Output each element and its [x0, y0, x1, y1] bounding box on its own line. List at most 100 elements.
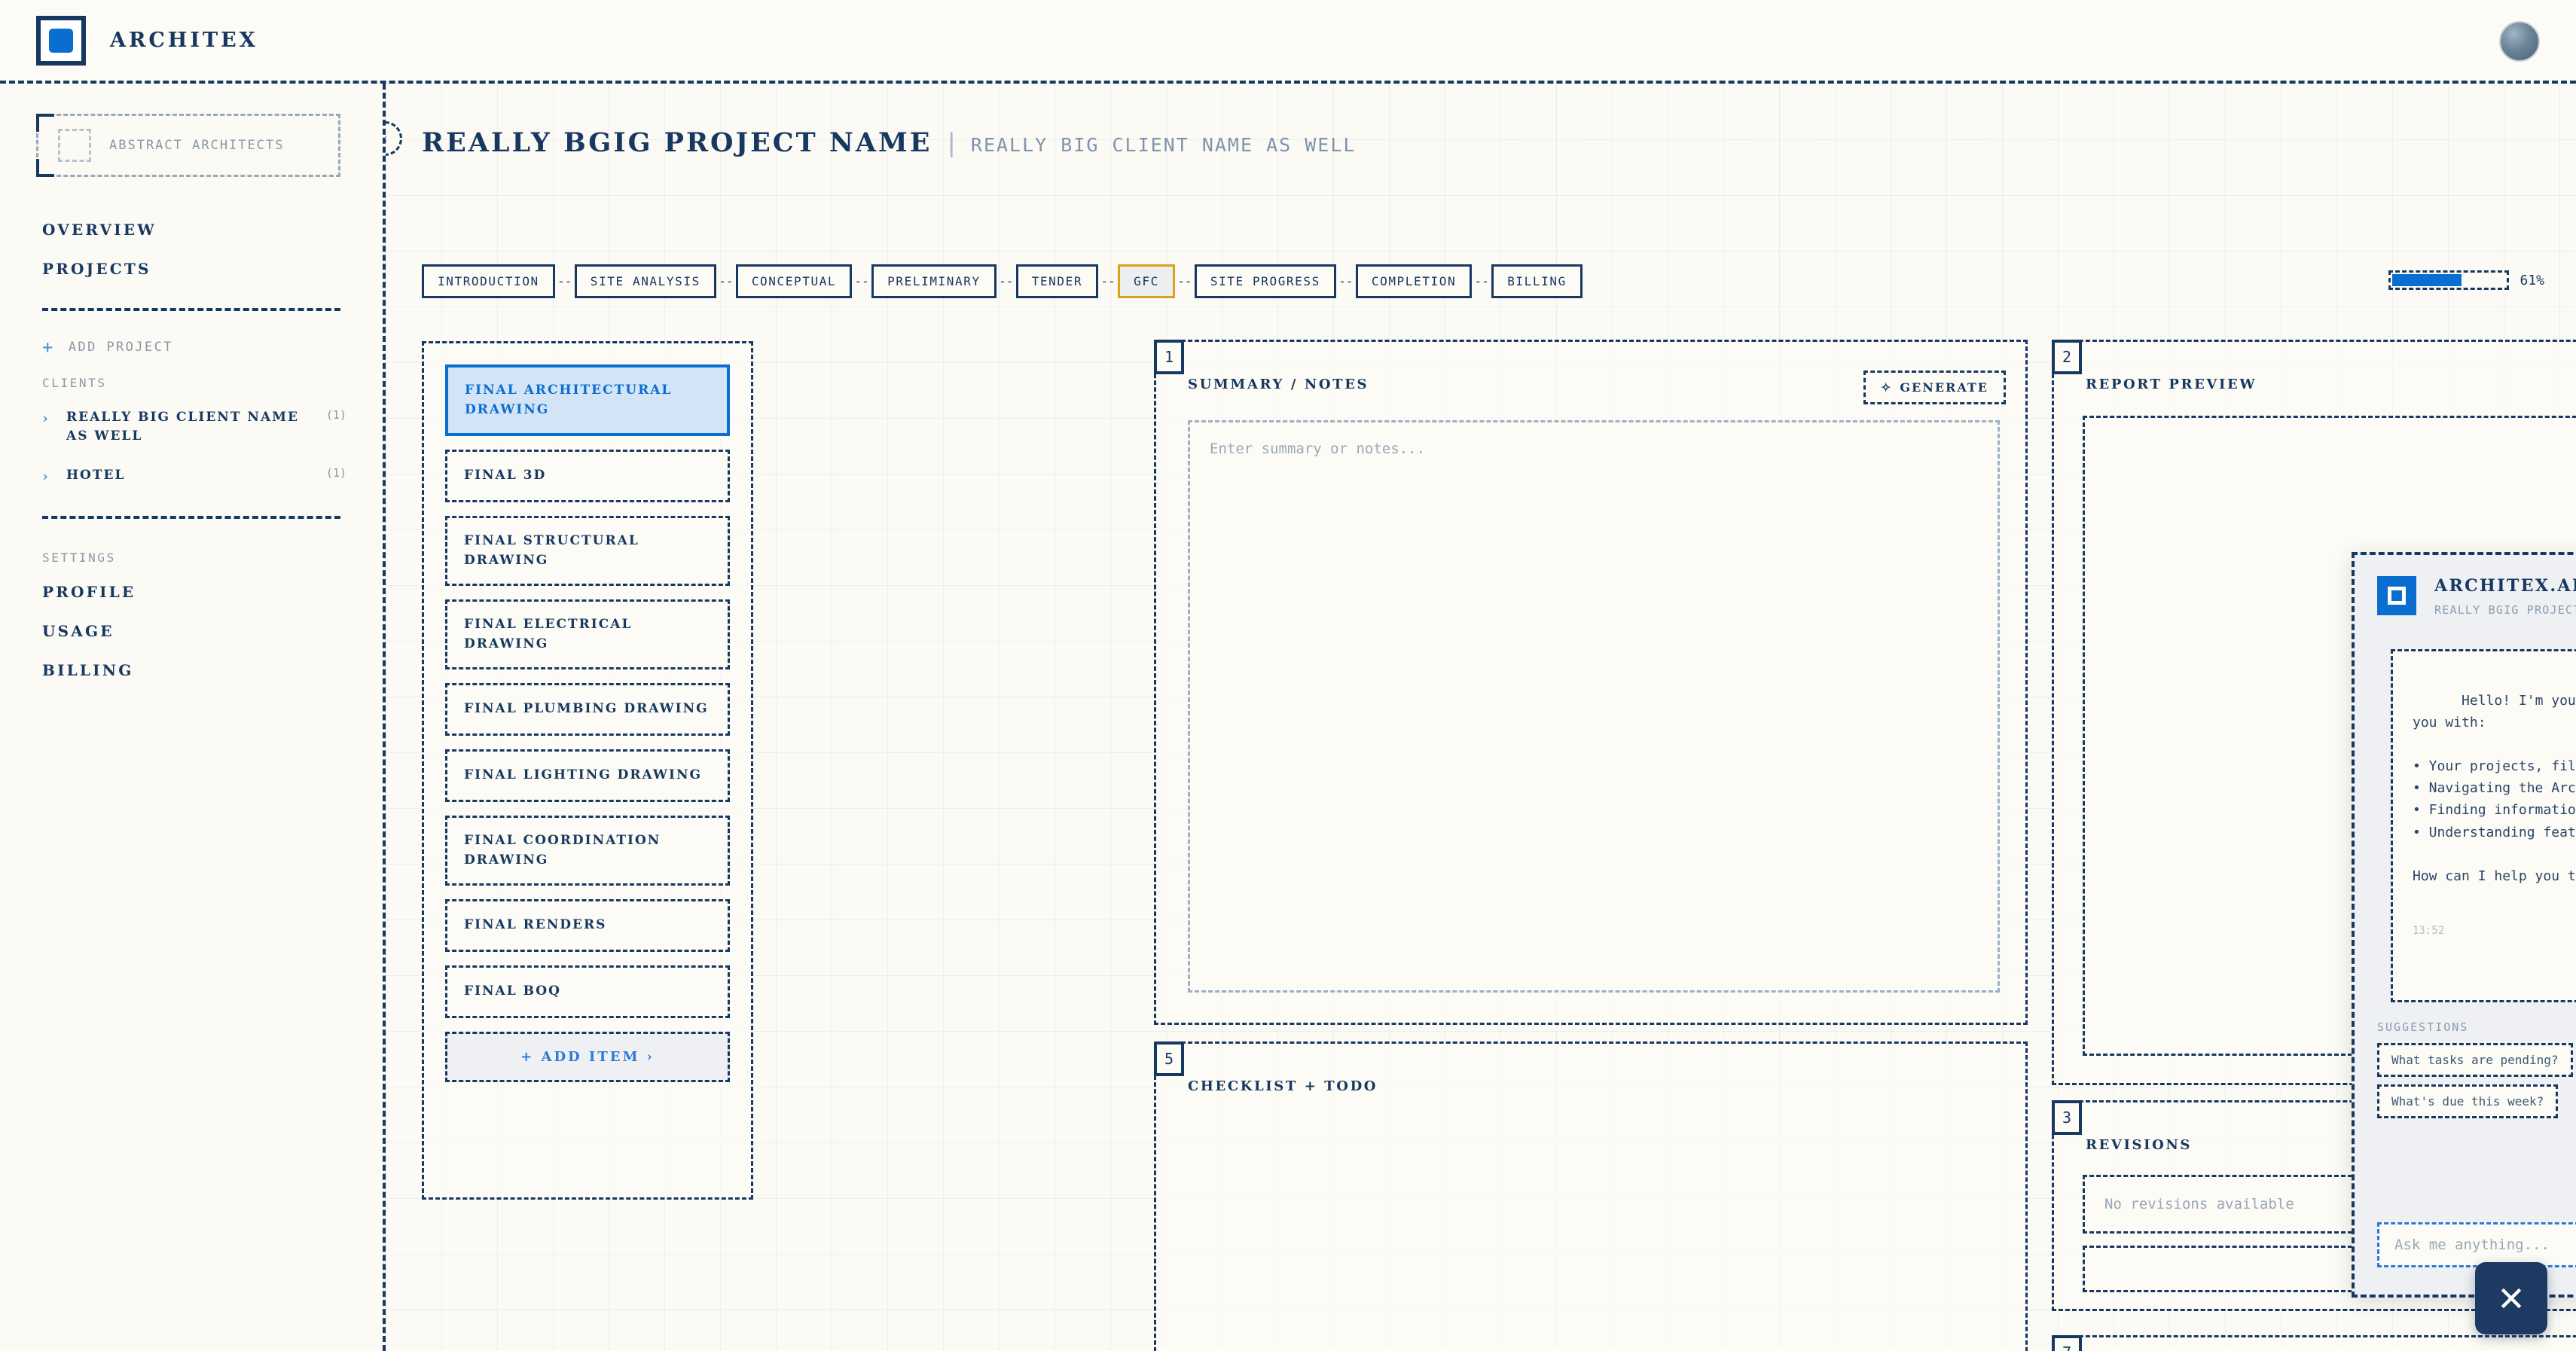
collapse-sidebar-button[interactable]: ‹: [386, 121, 402, 156]
progress-bar: [2388, 270, 2510, 290]
sidebar-item-usage[interactable]: USAGE: [42, 622, 114, 641]
sidebar: ABSTRACT ARCHITECTS OVERVIEW PROJECTS + …: [0, 84, 386, 1351]
project-title: REALLY BGIG PROJECT NAME: [422, 127, 932, 158]
tab-separator: --: [999, 274, 1014, 288]
client-name: HOTEL: [66, 468, 126, 483]
tab-separator: --: [1177, 274, 1192, 288]
sidebar-divider-2: [42, 516, 340, 520]
suggestion-chip[interactable]: What tasks are pending?: [2377, 1043, 2573, 1078]
tab-separator: --: [557, 274, 572, 288]
ai-message-text: Hello! I'm your Architex AI assistant. I…: [2413, 692, 2576, 884]
file-list-item[interactable]: FINAL ELECTRICAL DRAWING: [445, 599, 730, 669]
tab-completion[interactable]: COMPLETION: [1355, 264, 1473, 298]
file-list-item[interactable]: FINAL BOQ: [445, 965, 730, 1018]
progress-indicator: 61%: [2388, 270, 2544, 290]
avatar[interactable]: [2499, 21, 2540, 62]
close-icon: [2501, 1288, 2522, 1309]
workspace-label: ABSTRACT ARCHITECTS: [109, 138, 285, 153]
tab-gfc[interactable]: GFC: [1118, 264, 1175, 298]
file-list-item[interactable]: FINAL LIGHTING DRAWING: [445, 749, 730, 802]
title-separator: |: [947, 128, 956, 158]
main-canvas: ‹ REALLY BGIG PROJECT NAME | REALLY BIG …: [386, 84, 2576, 1351]
ai-assistant-panel: ARCHITEX.AI REALLY BGIG PROJECT NAME › F…: [2352, 552, 2576, 1298]
chevron-left-icon: ‹: [386, 130, 389, 147]
ai-assistant-name: ARCHITEX.AI: [2434, 576, 2576, 596]
summary-notes-panel: 1 SUMMARY / NOTES ✧ GENERATE Enter summa…: [1154, 340, 2028, 1025]
tab-separator: --: [1474, 274, 1489, 288]
tab-separator: --: [719, 274, 734, 288]
add-project-button[interactable]: + ADD PROJECT: [36, 331, 346, 364]
file-list-panel: FINAL ARCHITECTURAL DRAWING FINAL 3D FINAL…: [422, 341, 753, 1200]
file-list-item[interactable]: FINAL PLUMBING DRAWING: [445, 683, 730, 736]
file-list-item[interactable]: FINAL ARCHITECTURAL DRAWING: [445, 364, 730, 436]
client-count: (1): [325, 466, 346, 480]
suggestion-chips: What tasks are pending?Summarize project…: [2377, 1043, 2576, 1119]
workspace-thumbnail-icon: [58, 129, 91, 162]
page-title: REALLY BGIG PROJECT NAME | REALLY BIG CL…: [422, 127, 1356, 158]
tab-tender[interactable]: TENDER: [1015, 264, 1099, 298]
chevron-right-icon: ›: [42, 467, 48, 486]
file-list: FINAL ARCHITECTURAL DRAWING FINAL 3D FINAL…: [445, 364, 730, 1018]
deadlines-dates-panel: 7 DEADLINES / DATES: [2052, 1335, 2576, 1351]
tab-preliminary[interactable]: PRELIMINARY: [871, 264, 997, 298]
settings-heading: SETTINGS: [42, 550, 116, 566]
checklist-todo-panel: 5 CHECKLIST + TODO: [1154, 1041, 2028, 1351]
close-chat-button[interactable]: [2475, 1262, 2547, 1334]
sidebar-item-billing[interactable]: BILLING: [42, 661, 134, 680]
tab-separator: --: [1100, 274, 1116, 288]
tab-introduction[interactable]: INTRODUCTION: [422, 264, 555, 298]
client-name: REALLY BIG CLIENT NAME AS WELL: [66, 410, 299, 444]
panel-badge: 7: [2052, 1335, 2082, 1351]
ai-input-row: Ask me anything... SEND: [2377, 1222, 2576, 1267]
sidebar-client-hotel[interactable]: › HOTEL (1): [36, 456, 346, 496]
panel-badge: 1: [1154, 340, 1184, 374]
chevron-right-icon: ›: [42, 409, 48, 427]
add-project-label: ADD PROJECT: [68, 340, 173, 355]
panel-title: CHECKLIST + TODO: [1188, 1078, 1378, 1094]
workspace-card[interactable]: ABSTRACT ARCHITECTS: [36, 114, 340, 177]
ai-logo-square-icon: [2388, 587, 2406, 605]
brand-name: ARCHITEX: [110, 29, 258, 52]
panel-badge: 3: [2052, 1100, 2082, 1135]
file-list-item[interactable]: FINAL COORDINATION DRAWING: [445, 816, 730, 886]
client-title: REALLY BIG CLIENT NAME AS WELL: [970, 134, 1357, 156]
ai-message-bubble: Hello! I'm your Architex AI assistant. I…: [2391, 648, 2576, 1003]
message-timestamp: 13:52: [2413, 925, 2445, 938]
progress-bar-fill: [2392, 274, 2462, 286]
tab-site-progress[interactable]: SITE PROGRESS: [1194, 264, 1336, 298]
file-list-item[interactable]: FINAL 3D: [445, 450, 730, 502]
sparkle-icon: ✧: [1880, 380, 1893, 395]
sidebar-divider-1: [42, 308, 340, 311]
top-bar: ARCHITEX: [0, 0, 2576, 84]
breadcrumb: REALLY BGIG PROJECT NAME › FINAL ARCHITE…: [2434, 603, 2576, 617]
sidebar-item-overview[interactable]: OVERVIEW: [42, 221, 157, 239]
file-list-item[interactable]: FINAL RENDERS: [445, 899, 730, 952]
panel-title: SUMMARY / NOTES: [1188, 377, 1369, 392]
sidebar-item-profile[interactable]: PROFILE: [42, 583, 136, 602]
logo-square-icon: [49, 28, 73, 53]
phase-tabs: INTRODUCTION--SITE ANALYSIS--CONCEPTUAL-…: [422, 264, 1583, 298]
tab-separator: --: [854, 274, 869, 288]
panel-badge: 2: [2052, 340, 2082, 374]
summary-input[interactable]: Enter summary or notes...: [1188, 420, 2000, 993]
sidebar-client-really-big-client[interactable]: › REALLY BIG CLIENT NAME AS WELL (1): [36, 398, 346, 456]
clients-heading: CLIENTS: [42, 376, 107, 390]
sidebar-item-projects[interactable]: PROJECTS: [42, 260, 151, 278]
tab-billing[interactable]: BILLING: [1491, 264, 1583, 298]
file-list-item[interactable]: FINAL STRUCTURAL DRAWING: [445, 516, 730, 586]
ai-panel-header: ARCHITEX.AI REALLY BGIG PROJECT NAME › F…: [2355, 555, 2576, 633]
app-logo-icon[interactable]: [36, 15, 86, 66]
ai-logo-icon: [2377, 576, 2416, 615]
tab-site-analysis[interactable]: SITE ANALYSIS: [574, 264, 716, 298]
chat-input[interactable]: Ask me anything...: [2377, 1222, 2576, 1267]
tab-separator: --: [1338, 274, 1354, 288]
suggestions-label: SUGGESTIONS: [2377, 1020, 2469, 1035]
client-count: (1): [325, 408, 346, 422]
plus-icon: +: [42, 337, 55, 358]
add-item-button[interactable]: + ADD ITEM ›: [445, 1032, 730, 1082]
generate-button[interactable]: ✧ GENERATE: [1863, 371, 2006, 404]
suggestion-chip[interactable]: What's due this week?: [2377, 1084, 2559, 1119]
progress-label: 61%: [2520, 272, 2544, 288]
tab-conceptual[interactable]: CONCEPTUAL: [735, 264, 853, 298]
panel-badge: 5: [1154, 1041, 1184, 1076]
